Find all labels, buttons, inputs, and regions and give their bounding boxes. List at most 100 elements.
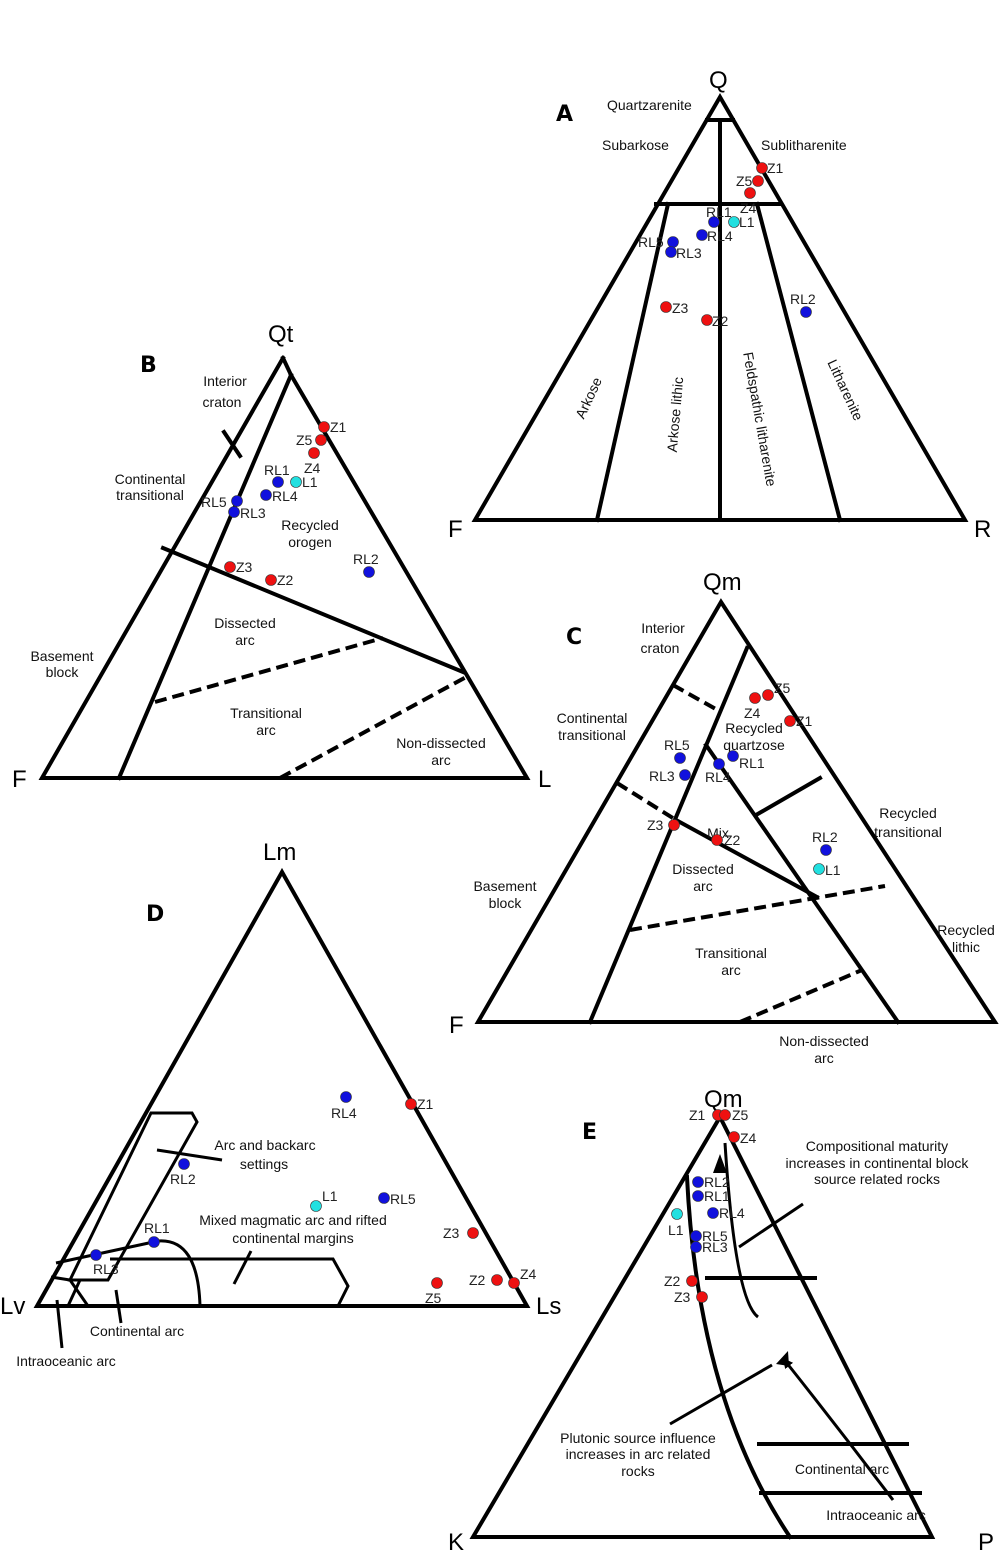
data-point-label: Z4 bbox=[744, 705, 761, 721]
data-point-rl2 bbox=[800, 306, 812, 318]
data-point-label: RL1 bbox=[144, 1220, 170, 1236]
data-point-rl2 bbox=[820, 844, 832, 856]
data-point-rl5 bbox=[378, 1192, 390, 1204]
field-label: arc bbox=[431, 752, 450, 768]
field-boundary bbox=[594, 201, 671, 523]
field-label: Dissected bbox=[672, 861, 733, 877]
data-point-rl1 bbox=[148, 1236, 160, 1248]
vertex-l: L bbox=[538, 766, 551, 793]
field-label: Recycled bbox=[725, 720, 783, 736]
field-label: arc bbox=[235, 632, 254, 648]
data-point-label: Z1 bbox=[796, 713, 813, 729]
field-boundary bbox=[753, 775, 823, 818]
data-point-label: Z1 bbox=[417, 1096, 434, 1112]
data-point-z2 bbox=[701, 314, 713, 326]
panel-a: A Q F R Quartzarenite Subarkose Sublitha… bbox=[448, 67, 991, 543]
data-point-z3 bbox=[224, 561, 236, 573]
data-point-z4 bbox=[508, 1277, 520, 1289]
data-point-label: RL3 bbox=[702, 1239, 728, 1255]
field-label: arc bbox=[814, 1050, 833, 1066]
field-label: Intraoceanic arc bbox=[826, 1507, 926, 1523]
data-point-label: Z5 bbox=[736, 173, 753, 189]
data-point-rl5 bbox=[674, 752, 686, 764]
field-label: Continental bbox=[115, 471, 186, 487]
data-point-rl3 bbox=[228, 506, 240, 518]
vertex-f: F bbox=[12, 766, 27, 793]
vertex-k: K bbox=[448, 1529, 464, 1551]
data-point-label: RL1 bbox=[739, 755, 765, 771]
triangle-outline bbox=[280, 355, 294, 378]
data-point-label: RL5 bbox=[638, 234, 664, 250]
field-boundary bbox=[703, 742, 901, 1025]
data-point-rl2 bbox=[692, 1176, 704, 1188]
data-point-rl4 bbox=[340, 1091, 352, 1103]
annotation: Plutonic source influence bbox=[560, 1430, 716, 1446]
data-point-label: Z3 bbox=[674, 1289, 691, 1305]
field-label: Recycled bbox=[937, 922, 995, 938]
vertex-f: F bbox=[449, 1012, 464, 1039]
field-label: orogen bbox=[288, 534, 332, 550]
field-label: quartzose bbox=[723, 737, 785, 753]
data-point-rl4 bbox=[713, 758, 725, 770]
data-point-label: RL5 bbox=[664, 737, 690, 753]
data-point-rl4 bbox=[696, 229, 708, 241]
triangle-outline bbox=[33, 867, 531, 1308]
field-label: Basement bbox=[30, 648, 93, 664]
panel-b: B Qt F L Interior craton Continental tra… bbox=[12, 321, 551, 793]
field-label: Non-dissected bbox=[396, 735, 486, 751]
leader-line bbox=[669, 1363, 773, 1426]
data-point-label: Z2 bbox=[277, 572, 294, 588]
data-point-rl3 bbox=[679, 769, 691, 781]
field-boundary bbox=[55, 1239, 159, 1265]
data-point-z2 bbox=[491, 1274, 503, 1286]
field-boundary bbox=[116, 372, 294, 781]
data-point-l1 bbox=[728, 216, 740, 228]
data-point-z3 bbox=[660, 301, 672, 313]
vertex-f: F bbox=[448, 516, 463, 543]
data-point-l1 bbox=[671, 1208, 683, 1220]
vertex-ls: Ls bbox=[536, 1293, 561, 1320]
field-label: transitional bbox=[116, 487, 184, 503]
field-label: Continental arc bbox=[90, 1323, 184, 1339]
data-point-rl5 bbox=[690, 1230, 702, 1242]
data-point-label: RL3 bbox=[93, 1261, 119, 1277]
field-label: lithic bbox=[952, 939, 980, 955]
field-label: Mixed magmatic arc and rifted bbox=[199, 1212, 387, 1228]
field-label: Arkose bbox=[572, 375, 605, 421]
data-point-label: L1 bbox=[825, 862, 841, 878]
vertex-qt: Qt bbox=[268, 321, 294, 348]
data-point-label: RL4 bbox=[331, 1105, 357, 1121]
data-point-rl2 bbox=[178, 1158, 190, 1170]
field-boundary bbox=[221, 429, 243, 459]
data-point-z5 bbox=[762, 689, 774, 701]
data-point-rl3 bbox=[690, 1241, 702, 1253]
leader-line bbox=[114, 1289, 123, 1324]
field-label: Continental arc bbox=[795, 1461, 889, 1477]
data-point-l1 bbox=[310, 1200, 322, 1212]
annotation: rocks bbox=[621, 1463, 654, 1479]
vertex-p: P bbox=[978, 1529, 994, 1551]
data-point-l1 bbox=[290, 476, 302, 488]
dashed-boundary bbox=[739, 968, 863, 1024]
field-label: Interior bbox=[641, 620, 685, 636]
data-point-z3 bbox=[696, 1291, 708, 1303]
arrow-curve bbox=[723, 1142, 760, 1319]
field-label: craton bbox=[203, 394, 242, 410]
data-point-label: Z4 bbox=[740, 200, 757, 216]
points-layer: Z1Z5Z4RL1L1RL4RL5RL3Z3Z2RL2Z1Z5Z4RL1L1RL… bbox=[90, 160, 841, 1306]
field-label: Arkose lithic bbox=[664, 376, 687, 453]
data-point-label: RL3 bbox=[240, 505, 266, 521]
panel-d: D Lm Lv Ls Arc and backarc settings Mixe… bbox=[0, 839, 561, 1369]
field-label: Recycled bbox=[879, 805, 937, 821]
data-point-label: Z1 bbox=[767, 160, 784, 176]
data-point-rl4 bbox=[260, 489, 272, 501]
data-point-label: RL5 bbox=[201, 494, 227, 510]
field-boundary bbox=[754, 201, 843, 523]
data-point-label: Z3 bbox=[672, 300, 689, 316]
field-label: Basement bbox=[473, 878, 536, 894]
arrow-head-icon bbox=[776, 1351, 789, 1366]
field-boundary bbox=[110, 1257, 350, 1307]
field-label: transitional bbox=[558, 727, 626, 743]
